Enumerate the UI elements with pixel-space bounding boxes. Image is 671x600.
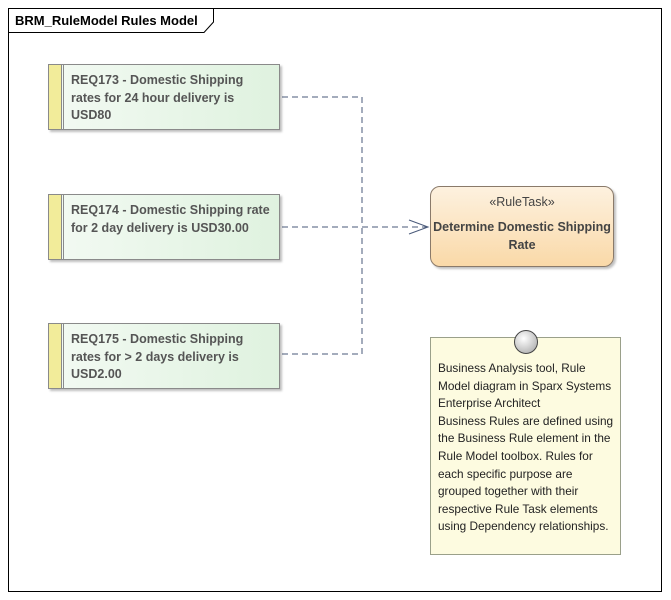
note-text: Business Analysis tool, Rule Model diagr…	[438, 361, 614, 534]
diagram-title: BRM_RuleModel Rules Model	[15, 13, 198, 28]
requirement-req174[interactable]: REQ174 - Domestic Shipping rate for 2 da…	[48, 194, 280, 260]
requirement-bar	[49, 65, 62, 129]
dependency-line-req173[interactable]	[282, 96, 363, 226]
requirement-bar-divider	[63, 65, 64, 129]
note-element[interactable]: Business Analysis tool, Rule Model diagr…	[430, 330, 621, 555]
requirement-req175[interactable]: REQ175 - Domestic Shipping rates for > 2…	[48, 323, 280, 389]
requirement-text: REQ175 - Domestic Shipping rates for > 2…	[71, 332, 244, 381]
requirement-bar	[49, 195, 62, 259]
title-tab-outline	[8, 8, 214, 33]
dependency-line-req175[interactable]	[282, 228, 363, 355]
requirement-text: REQ173 - Domestic Shipping rates for 24 …	[71, 73, 244, 122]
requirement-bar-divider	[63, 195, 64, 259]
requirement-bar	[49, 324, 62, 388]
requirement-req173[interactable]: REQ173 - Domestic Shipping rates for 24 …	[48, 64, 280, 130]
dependency-arrowhead-icon	[408, 219, 430, 235]
requirement-bar-divider	[63, 324, 64, 388]
pin-icon	[514, 330, 538, 354]
rule-task-element[interactable]: «RuleTask» Determine Domestic Shipping R…	[430, 186, 614, 267]
rule-task-stereotype: «RuleTask»	[489, 195, 555, 209]
requirement-text: REQ174 - Domestic Shipping rate for 2 da…	[71, 203, 270, 235]
rule-task-name: Determine Domestic Shipping Rate	[433, 220, 611, 252]
diagram-title-tab: BRM_RuleModel Rules Model	[8, 8, 214, 33]
